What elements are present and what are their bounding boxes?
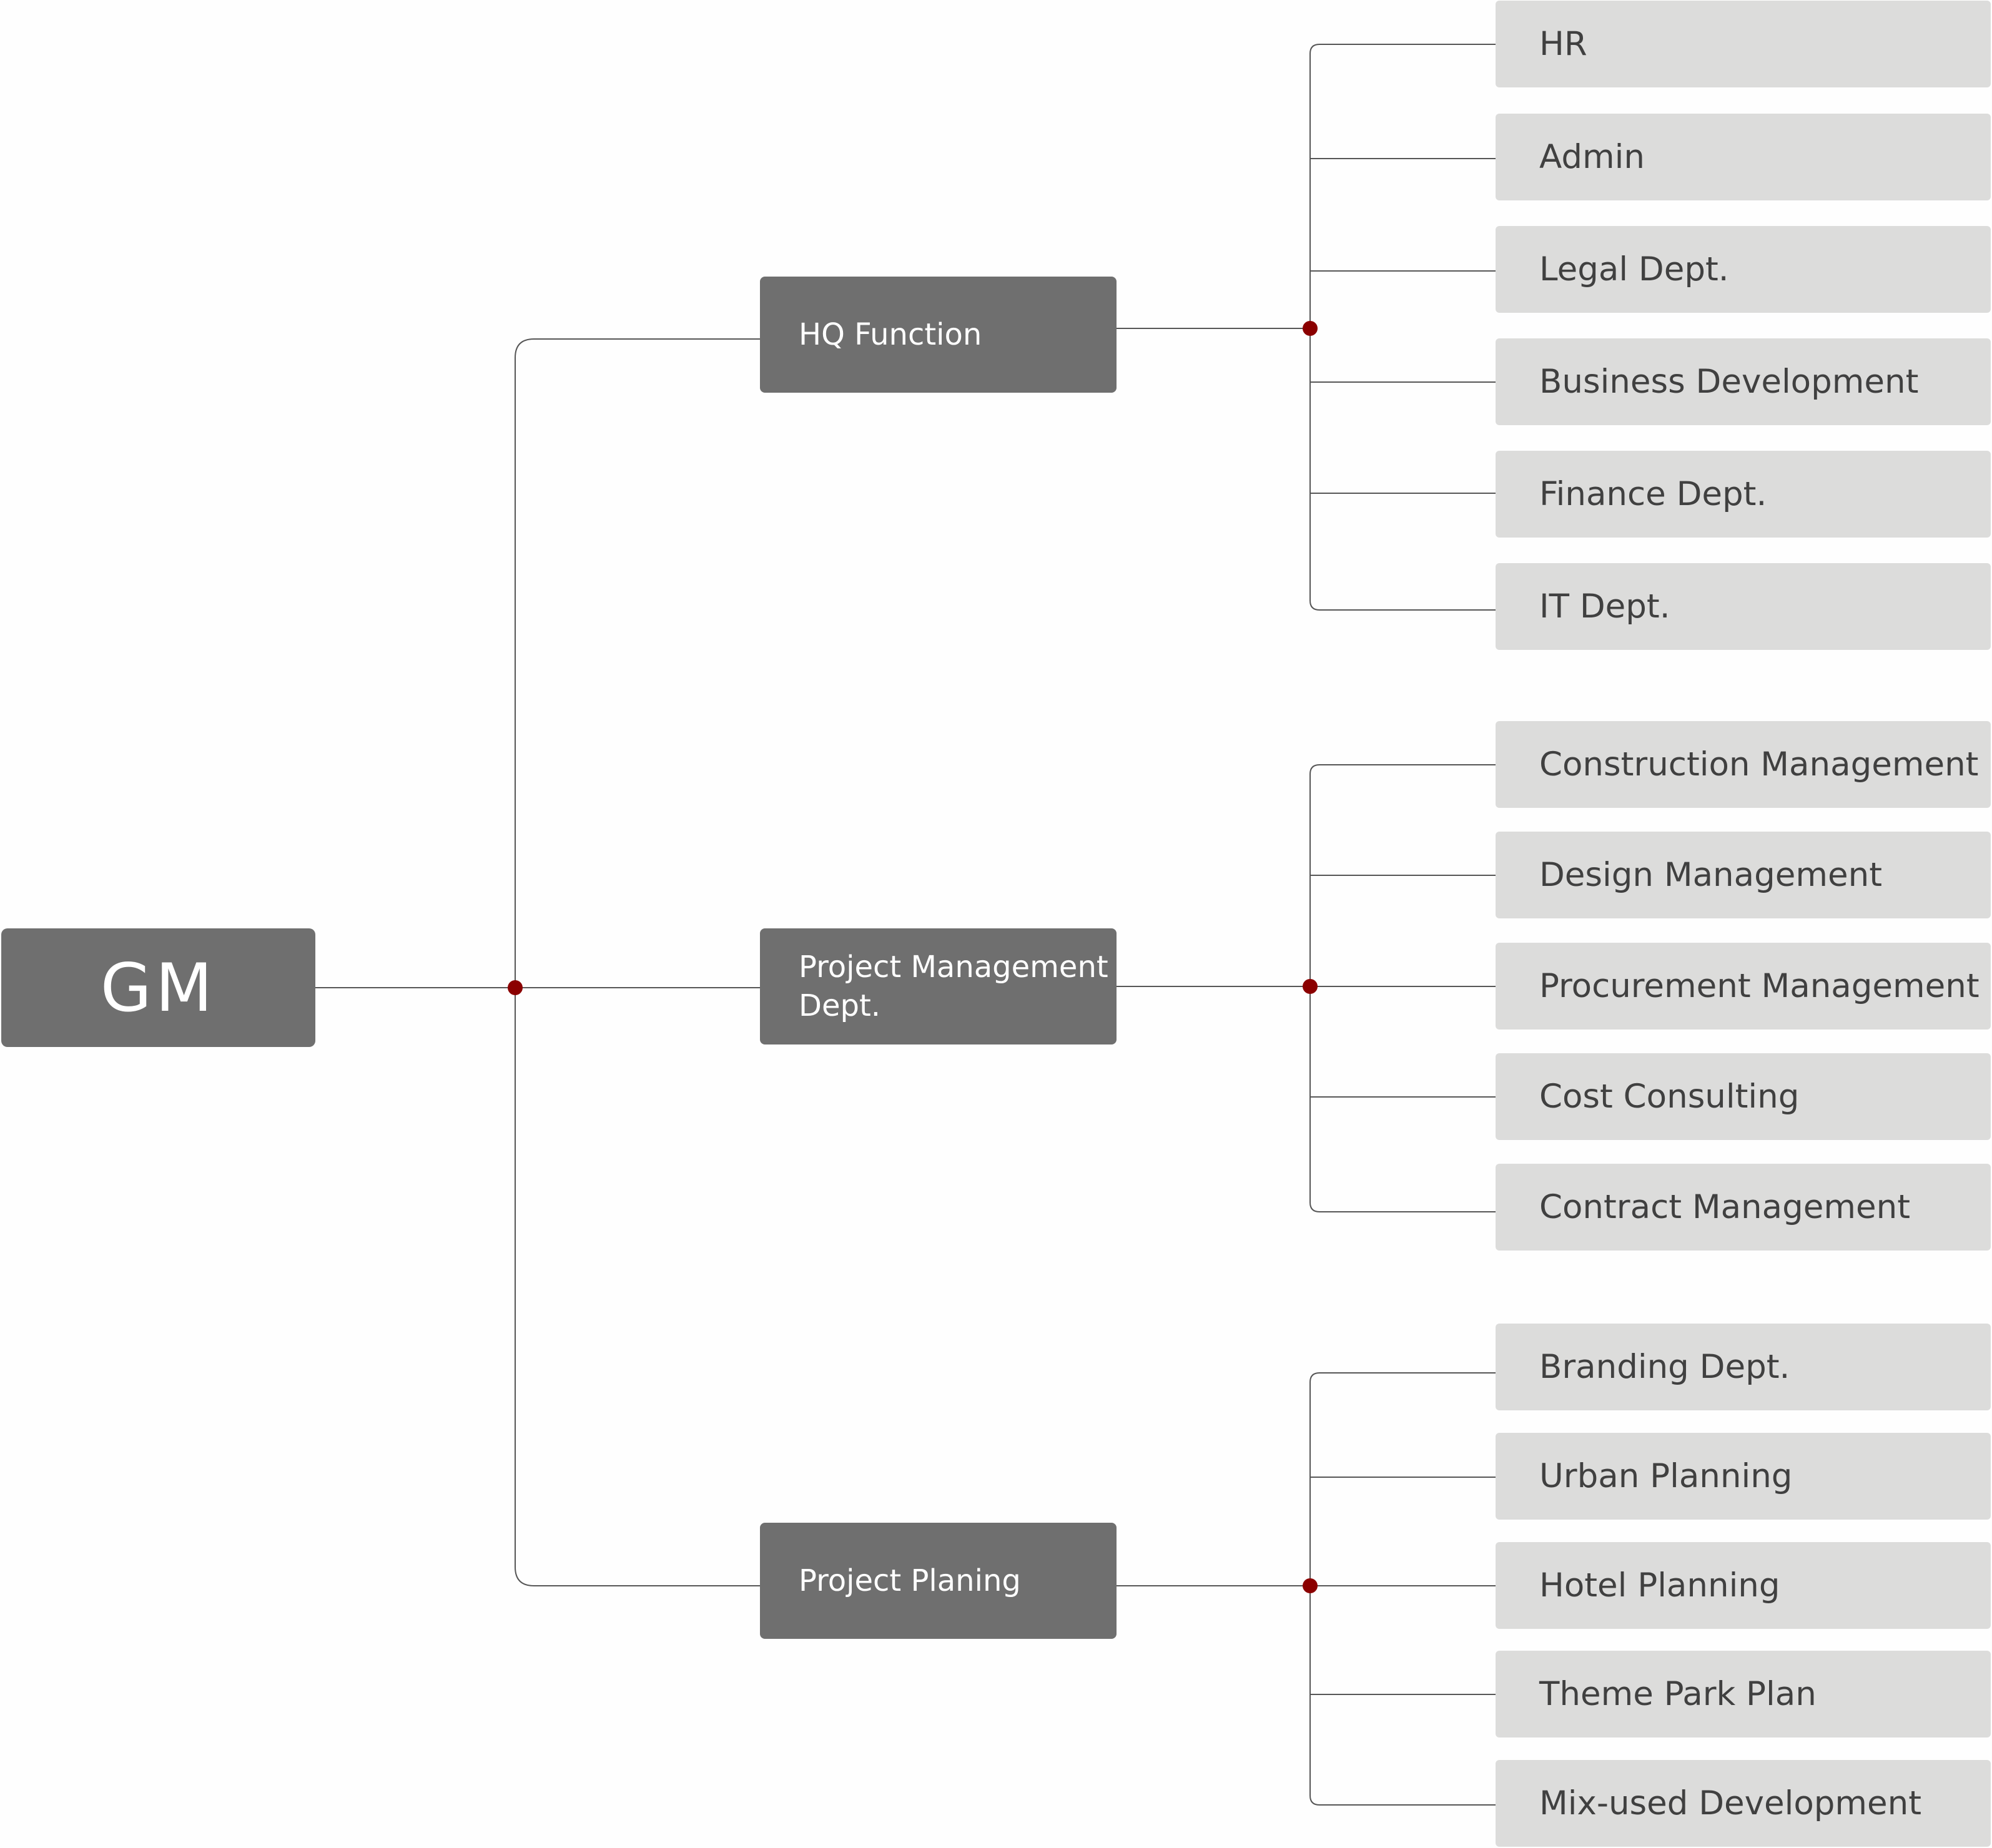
junction-dot-pm bbox=[1303, 979, 1318, 994]
leaf-branding-dept: Branding Dept. bbox=[1496, 1324, 1991, 1410]
hq-bracket bbox=[1309, 44, 1496, 611]
leaf-contract-management: Contract Management bbox=[1496, 1164, 1991, 1251]
leaf-procurement-management: Procurement Management bbox=[1496, 943, 1991, 1030]
leaf-finance-dept: Finance Dept. bbox=[1496, 451, 1991, 538]
pp-bracket bbox=[1309, 1372, 1496, 1806]
leaf-cost-consulting: Cost Consulting bbox=[1496, 1053, 1991, 1140]
leaf-construction-management: Construction Management bbox=[1496, 721, 1991, 808]
leaf-urban-planning: Urban Planning bbox=[1496, 1433, 1991, 1520]
branch-node-project-management: Project Management Dept. bbox=[760, 928, 1117, 1044]
leaf-it-dept: IT Dept. bbox=[1496, 563, 1991, 650]
leaf-legal-dept: Legal Dept. bbox=[1496, 226, 1991, 313]
leaf-theme-park-plan: Theme Park Plan bbox=[1496, 1651, 1991, 1737]
pm-bracket bbox=[1309, 764, 1496, 1212]
branch-node-project-planing: Project Planing bbox=[760, 1523, 1117, 1639]
leaf-admin: Admin bbox=[1496, 114, 1991, 200]
root-node-gm: GM bbox=[1, 928, 315, 1047]
junction-dot-hq bbox=[1303, 321, 1318, 336]
leaf-hr: HR bbox=[1496, 1, 1991, 87]
branch-node-hq-function: HQ Function bbox=[760, 277, 1117, 393]
leaf-mix-used-development: Mix-used Development bbox=[1496, 1760, 1991, 1847]
junction-dot-main bbox=[508, 980, 523, 995]
main-spine bbox=[515, 338, 760, 1586]
junction-dot-pp bbox=[1303, 1578, 1318, 1593]
leaf-business-development: Business Development bbox=[1496, 338, 1991, 425]
leaf-hotel-planning: Hotel Planning bbox=[1496, 1542, 1991, 1629]
leaf-design-management: Design Management bbox=[1496, 832, 1991, 918]
